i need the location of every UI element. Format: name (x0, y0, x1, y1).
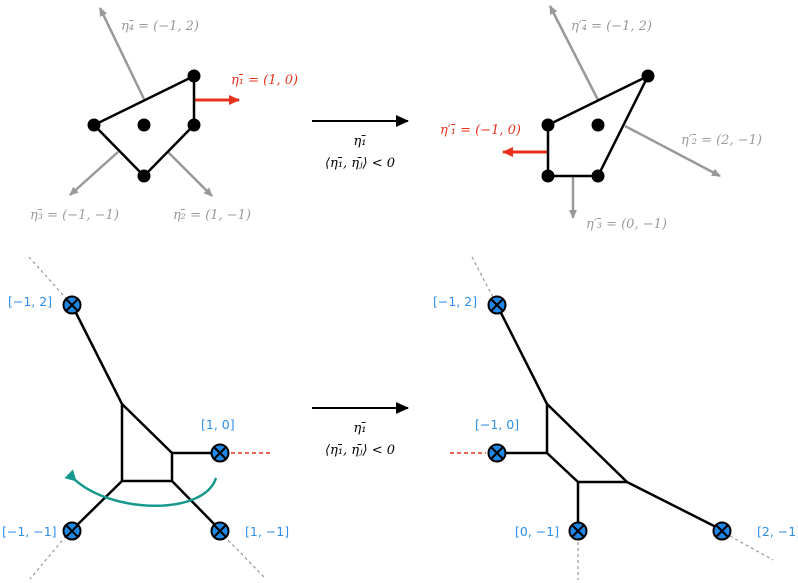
arrow-label: η₁̄ (354, 421, 367, 436)
top-transition-arrow: η₁̄ ⟨η₁̄, ηⱼ̄⟩ < 0 (312, 115, 409, 171)
label-charge-b: [0, −1] (515, 524, 559, 539)
web-edge (71, 480, 123, 531)
normal-arrow-2 (167, 151, 213, 197)
normal-arrow-2 (624, 124, 721, 178)
lattice-point-interior (137, 118, 151, 132)
dashed-extension (223, 535, 267, 580)
bottom-left-web: [−1, 2] [1, 0] [−1, −1] [1, −1] (2, 256, 289, 580)
sevenbrane-marker-tl (62, 295, 82, 315)
label-eta-1-prime: η′₁̄ = (−1, 0) (440, 123, 521, 138)
arrow-condition: ⟨η₁̄, ηⱼ̄⟩ < 0 (325, 156, 395, 171)
label-eta-4: η₄̄ = (−1, 2) (121, 19, 199, 34)
label-eta-1: η₁̄ = (1, 0) (231, 73, 298, 88)
dashed-extension (729, 535, 774, 561)
lattice-point (137, 169, 151, 183)
top-left-polytope: η₁̄ = (1, 0) η₄̄ = (−1, 2) η₃̄ = (−1, −1… (30, 7, 298, 223)
lattice-point-interior (591, 118, 605, 132)
bottom-right-web: [−1, 2] [−1, 0] [0, −1] [2, −1] (433, 256, 798, 580)
web-edge (546, 403, 628, 483)
normal-arrow-3 (69, 151, 119, 196)
arrow-label: η₁̄ (354, 134, 367, 149)
lattice-point (541, 169, 555, 183)
top-right-polytope: η′₁̄ = (−1, 0) η′₄̄ = (−1, 2) η′₂̄ = (2,… (440, 5, 762, 232)
label-charge-bl: [−1, −1] (2, 524, 57, 539)
label-eta-4-prime: η′₄̄ = (−1, 2) (571, 19, 652, 34)
web-edge (626, 480, 723, 532)
lattice-point (541, 118, 555, 132)
label-charge-br: [1, −1] (245, 524, 289, 539)
label-eta-2: η₂̄ = (1, −1) (173, 208, 251, 223)
label-eta-3: η₃̄ = (−1, −1) (30, 208, 119, 223)
sevenbrane-marker-br (210, 521, 230, 541)
label-charge-br: [2, −1] (757, 524, 798, 539)
bottom-transition-arrow: η₁̄ ⟨η₁̄, ηⱼ̄⟩ < 0 (312, 402, 409, 458)
web-edge (546, 452, 579, 483)
sevenbrane-marker-r (210, 443, 230, 463)
sevenbrane-marker-br (712, 521, 732, 541)
label-charge-l: [−1, 0] (475, 417, 519, 432)
sevenbrane-marker-bl (62, 521, 82, 541)
lattice-point (187, 69, 201, 83)
dashed-extension (29, 535, 67, 580)
label-charge-tl: [−1, 2] (8, 294, 52, 309)
web-edge (70, 304, 124, 481)
lattice-point (87, 118, 101, 132)
normal-arrow-4 (98, 7, 146, 100)
label-charge-r: [1, 0] (201, 417, 235, 432)
normal-arrow-4 (548, 5, 600, 101)
label-charge-tl: [−1, 2] (433, 294, 477, 309)
lattice-point (187, 118, 201, 132)
dashed-extension (28, 256, 73, 306)
label-eta-2-prime: η′₂̄ = (2, −1) (681, 133, 762, 148)
sevenbrane-marker-b (568, 521, 588, 541)
lattice-point (641, 69, 655, 83)
sevenbrane-marker-l (487, 443, 507, 463)
label-eta-3-prime: η′₃̄ = (0, −1) (586, 217, 667, 232)
lattice-point (591, 169, 605, 183)
sevenbrane-marker-tl (487, 295, 507, 315)
web-edge (171, 480, 221, 531)
arrow-condition: ⟨η₁̄, ηⱼ̄⟩ < 0 (325, 443, 395, 458)
teal-rotation-arrow (64, 469, 218, 507)
web-edge (121, 403, 173, 454)
